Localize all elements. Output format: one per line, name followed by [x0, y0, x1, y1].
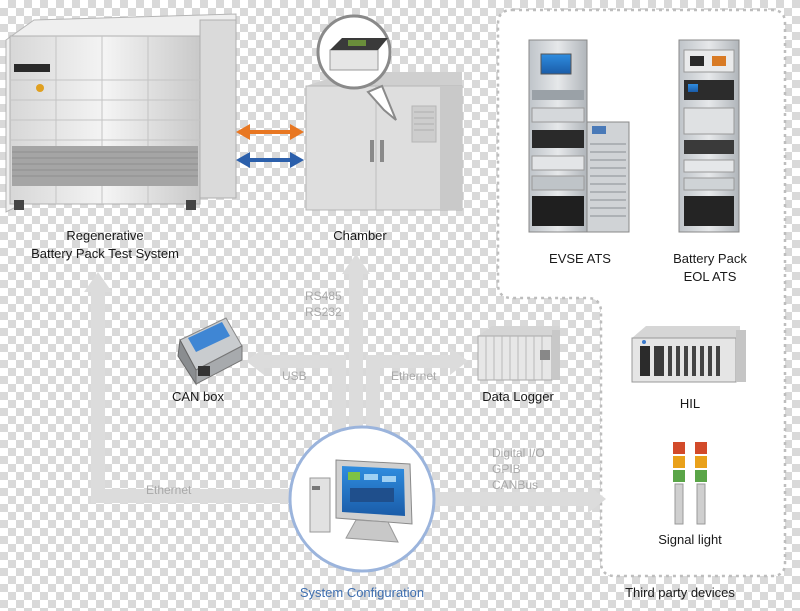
system-configuration-label: System Configuration [299, 585, 425, 600]
eol-rack-icon [678, 39, 740, 233]
hil-chassis-icon [631, 326, 746, 383]
connector-lines [84, 254, 606, 513]
regenerative-cabinet-icon [5, 13, 237, 213]
ethernet-logger-label: Ethernet [391, 369, 437, 383]
eol-ats-label: Battery Pack EOL ATS [650, 250, 770, 286]
evse-ats-label: EVSE ATS [549, 251, 611, 266]
can-box-icon [177, 317, 243, 386]
data-logger-label: Data Logger [482, 389, 554, 404]
third-party-devices-label: Third party devices [625, 585, 735, 600]
regenerative-label: Regenerative Battery Pack Test System [10, 227, 200, 263]
regenerative-label-line1: Regenerative [66, 228, 144, 243]
rs232-label: RS232 [305, 305, 342, 319]
system-configuration-node [288, 425, 436, 573]
rs485-label: RS485 [305, 289, 342, 303]
evse-rack-icon [528, 39, 630, 233]
signal-light-label: Signal light [658, 532, 722, 547]
digital-io-label: Digital I/O [492, 446, 545, 460]
hil-label: HIL [679, 396, 701, 411]
canbus-label: CANBus [492, 478, 539, 492]
ethernet-regen-label: Ethernet [146, 483, 192, 497]
eol-ats-label-line1: Battery Pack [673, 251, 747, 266]
can-box-label: CAN box [171, 389, 225, 404]
usb-label: USB [282, 369, 307, 383]
regenerative-label-line2: Battery Pack Test System [31, 246, 179, 261]
gpib-label: GPIB [492, 462, 521, 476]
blue-double-arrow [236, 152, 304, 168]
computer-monitor-icon [309, 459, 413, 543]
serial-connection-label: RS485 RS232 [305, 288, 342, 320]
signal-light-icon [673, 442, 707, 525]
eol-ats-label-line2: EOL ATS [683, 269, 737, 284]
battery-cell-icon [316, 14, 397, 121]
orange-double-arrow [236, 124, 304, 140]
data-logger-icon [477, 326, 560, 381]
bus-connection-label: Digital I/O GPIB CANBus [492, 445, 545, 493]
chamber-label: Chamber [333, 228, 387, 243]
